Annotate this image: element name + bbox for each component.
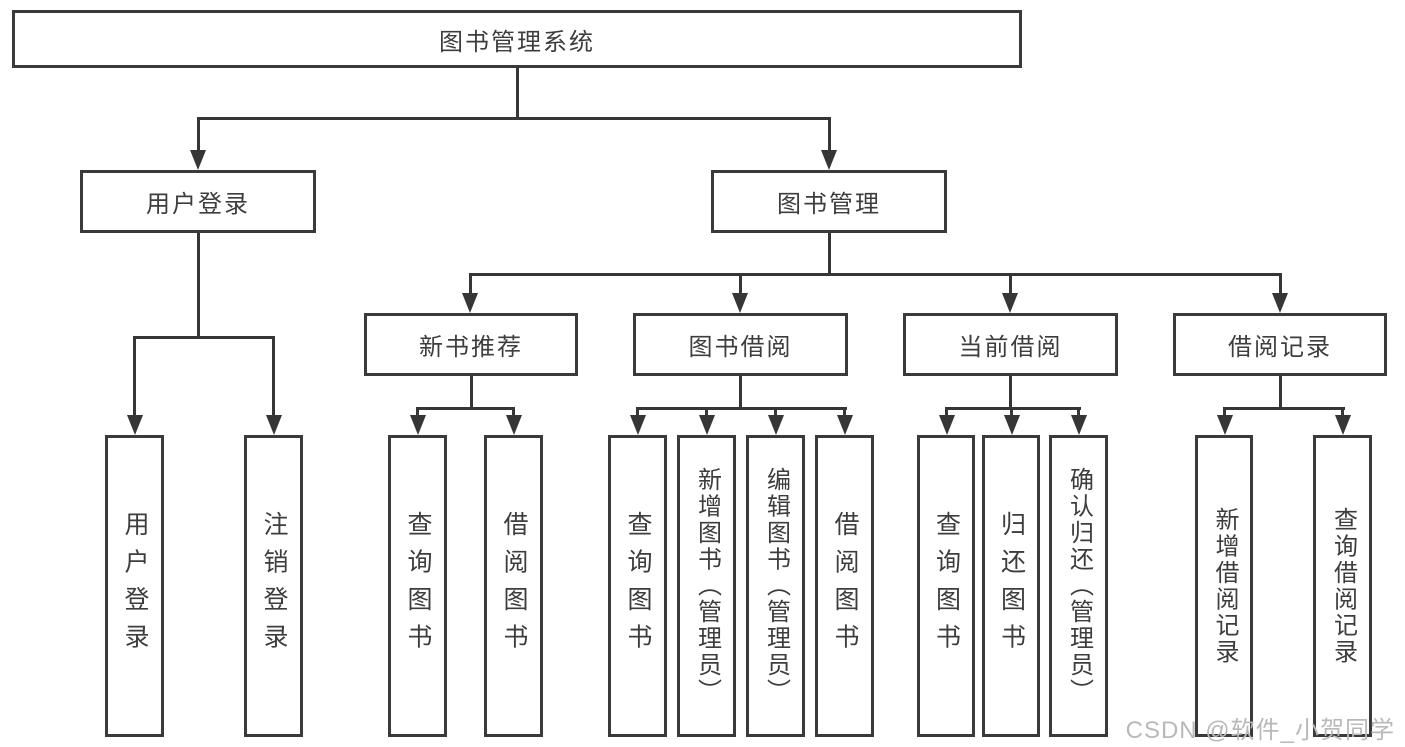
arrow-down-icon [1070, 407, 1087, 435]
arrow-down-icon [190, 117, 206, 170]
node-borrow-records: 借阅记录 [1173, 313, 1387, 376]
arrow-down-icon [629, 407, 646, 435]
leaf-recommend-borrow-books: 借阅图书 [484, 435, 543, 737]
leaf-label: 查询图书 [624, 511, 652, 661]
leaf-logout: 注销登录 [244, 435, 303, 737]
connector-line [515, 68, 519, 117]
arrow-down-icon [938, 407, 955, 435]
arrow-down-icon [1003, 407, 1020, 435]
arrow-down-icon [1216, 407, 1233, 435]
arrow-down-icon [265, 336, 282, 435]
leaf-current-confirm-return-admin: 确认归还（管理员） [1049, 435, 1108, 737]
leaf-label: 确认归还（管理员） [1065, 467, 1093, 705]
node-user-login: 用户登录 [80, 170, 316, 233]
leaf-borrow-add-books-admin: 新增图书（管理员） [677, 435, 736, 737]
leaf-records-add-borrow-record: 新增借阅记录 [1195, 435, 1253, 737]
leaf-label: 编辑图书（管理员） [762, 467, 790, 705]
leaf-label: 归还图书 [997, 511, 1026, 661]
arrow-down-icon [1272, 273, 1288, 313]
connector-line [468, 273, 1282, 276]
leaf-borrow-edit-books-admin: 编辑图书（管理员） [746, 435, 805, 737]
leaf-label: 查询图书 [932, 511, 961, 661]
arrow-down-icon [698, 407, 715, 435]
arrow-down-icon [767, 407, 784, 435]
leaf-label: 借阅图书 [500, 511, 528, 661]
node-new-book-recommend: 新书推荐 [364, 313, 578, 376]
arrow-down-icon [821, 117, 837, 170]
node-book-borrow: 图书借阅 [633, 313, 848, 376]
connector-line [945, 407, 1081, 410]
leaf-current-query-books: 查询图书 [917, 435, 975, 737]
arrow-down-icon [126, 336, 143, 435]
leaf-label: 注销登录 [260, 511, 288, 661]
connector-line [1278, 376, 1282, 407]
connector-line [196, 233, 200, 336]
leaf-borrow-borrow-books: 借阅图书 [815, 435, 874, 737]
leaf-user-login: 用户登录 [105, 435, 164, 737]
arrow-down-icon [1334, 407, 1351, 435]
node-library-system: 图书管理系统 [12, 10, 1022, 68]
leaf-recommend-query-books: 查询图书 [388, 435, 447, 737]
connector-line [133, 336, 275, 339]
connector-line [469, 376, 473, 407]
leaf-label: 新增借阅记录 [1211, 506, 1238, 666]
connector-line [636, 407, 847, 410]
node-book-management: 图书管理 [711, 170, 947, 233]
leaf-label: 借阅图书 [831, 511, 859, 661]
csdn-watermark: CSDN @软件_小贺同学 [1125, 717, 1395, 744]
arrow-down-icon [462, 273, 478, 313]
connector-line [827, 233, 831, 273]
connector-line [1009, 376, 1012, 407]
connector-line [1223, 407, 1345, 410]
arrow-down-icon [732, 273, 748, 313]
leaf-borrow-query-books: 查询图书 [608, 435, 667, 737]
node-current-borrow: 当前借阅 [903, 313, 1118, 376]
leaf-label: 用户登录 [121, 511, 149, 661]
connector-line [739, 376, 742, 407]
arrow-down-icon [836, 407, 853, 435]
arrow-down-icon [505, 407, 522, 435]
connector-line [416, 407, 515, 410]
leaf-current-return-books: 归还图书 [982, 435, 1040, 737]
leaf-label: 查询借阅记录 [1329, 506, 1357, 666]
leaf-label: 查询图书 [404, 511, 432, 661]
leaf-records-query-borrow-record: 查询借阅记录 [1313, 435, 1372, 737]
arrow-down-icon [1002, 273, 1018, 313]
connector-line [197, 117, 831, 120]
leaf-label: 新增图书（管理员） [693, 467, 721, 705]
arrow-down-icon [409, 407, 426, 435]
